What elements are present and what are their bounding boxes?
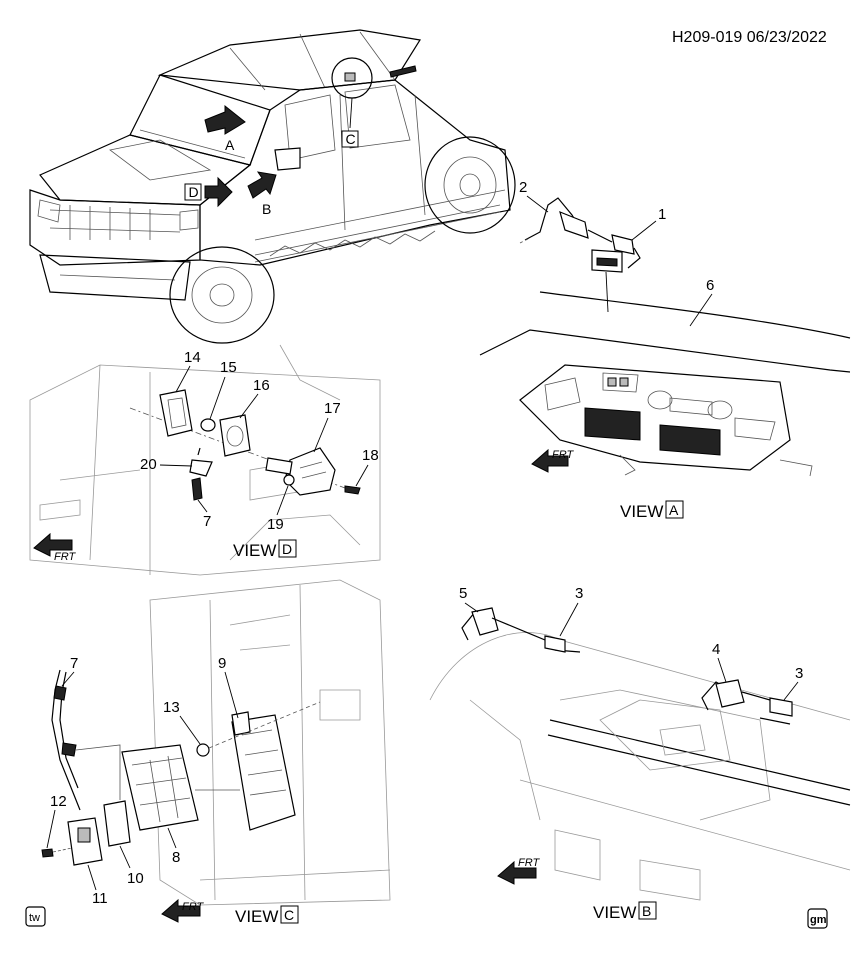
arrow-letter-a: A xyxy=(225,137,235,153)
callout-18: 18 xyxy=(362,447,379,464)
part-18 xyxy=(344,485,361,495)
view-b-box xyxy=(638,901,657,920)
callout-6: 6 xyxy=(706,277,714,294)
part-20 xyxy=(189,459,213,477)
callout-13: 13 xyxy=(163,699,180,716)
arrow-view-d xyxy=(204,176,233,208)
callout-7-d: 7 xyxy=(203,513,211,530)
illustration-code: H209-019 06/23/2022 xyxy=(672,29,827,46)
part-19 xyxy=(283,474,295,486)
part-7-c xyxy=(61,742,77,757)
callout-19: 19 xyxy=(267,516,284,533)
callout-16: 16 xyxy=(253,377,270,394)
callout-10: 10 xyxy=(127,870,144,887)
frt-label-a: FRT xyxy=(552,449,574,461)
part-14 xyxy=(159,389,193,437)
part-7-d xyxy=(191,477,203,501)
part-16 xyxy=(219,414,251,457)
frt-label-d: FRT xyxy=(54,551,76,563)
view-d-letter: D xyxy=(282,541,292,557)
callout-8: 8 xyxy=(172,849,180,866)
module-8 xyxy=(121,744,199,831)
frt-arrow-a xyxy=(531,448,569,473)
connector-3-upper xyxy=(544,635,566,653)
tw-logo: tw xyxy=(25,906,46,927)
view-a-word: VIEW xyxy=(620,502,663,521)
view-b-letter: B xyxy=(642,903,651,919)
view-b-word: VIEW xyxy=(593,903,636,922)
nut-13 xyxy=(196,743,210,757)
callout-15: 15 xyxy=(220,359,237,376)
frt-arrow-b xyxy=(497,860,537,885)
detail-letter-c: C xyxy=(346,131,356,147)
screw-12 xyxy=(41,848,54,858)
callout-11: 11 xyxy=(92,890,108,907)
view-a-letter: A xyxy=(669,502,679,518)
callout-3-lower: 3 xyxy=(795,665,803,682)
view-b-group: 5 3 4 3 FRT VIEW B xyxy=(429,585,851,922)
view-c-box xyxy=(280,905,299,924)
frt-label-b: FRT xyxy=(518,857,540,869)
gm-logo: gm xyxy=(807,908,828,929)
callout-14: 14 xyxy=(184,349,201,366)
box-d xyxy=(184,183,202,201)
view-c-group: 7 9 13 12 8 10 11 xyxy=(41,579,391,926)
callout-4: 4 xyxy=(712,641,720,658)
callout-1: 1 xyxy=(658,206,666,223)
connector-3-lower xyxy=(769,697,793,717)
arrow-letter-b: B xyxy=(262,201,271,217)
connector-1 xyxy=(611,234,635,255)
mic-4 xyxy=(715,679,745,708)
frt-label-c: FRT xyxy=(182,901,204,913)
callout-2: 2 xyxy=(519,179,527,196)
frt-arrow-d xyxy=(33,532,73,557)
part-15 xyxy=(200,418,216,432)
view-d-word: VIEW xyxy=(233,541,276,560)
frt-arrow-c xyxy=(161,898,201,923)
gm-logo-text: gm xyxy=(810,914,827,926)
part-10 xyxy=(103,800,131,847)
view-d-group: 14 15 16 17 18 20 7 19 FRT VIEW D xyxy=(29,344,381,576)
callout-9: 9 xyxy=(218,655,226,672)
callout-17: 17 xyxy=(324,400,341,417)
callout-7-c: 7 xyxy=(70,655,78,672)
arrow-view-a xyxy=(204,104,246,135)
callout-3-upper: 3 xyxy=(575,585,583,602)
arrow-view-b xyxy=(247,171,277,199)
callout-5: 5 xyxy=(459,585,467,602)
box-c xyxy=(341,130,359,148)
callout-20: 20 xyxy=(140,456,157,473)
connector-2 xyxy=(559,210,589,239)
view-a-group: 2 1 6 FRT VIEW A xyxy=(479,179,851,521)
view-d-box xyxy=(278,539,297,558)
view-c-word: VIEW xyxy=(235,907,278,926)
view-c-letter: C xyxy=(284,907,294,923)
callout-12: 12 xyxy=(50,793,67,810)
view-a-box xyxy=(665,500,684,519)
tw-logo-text: tw xyxy=(29,912,40,924)
vehicle-overview: A D B C xyxy=(29,29,516,344)
arrow-letter-d: D xyxy=(189,184,199,200)
part-17 xyxy=(284,447,336,496)
mic-5 xyxy=(471,607,499,636)
